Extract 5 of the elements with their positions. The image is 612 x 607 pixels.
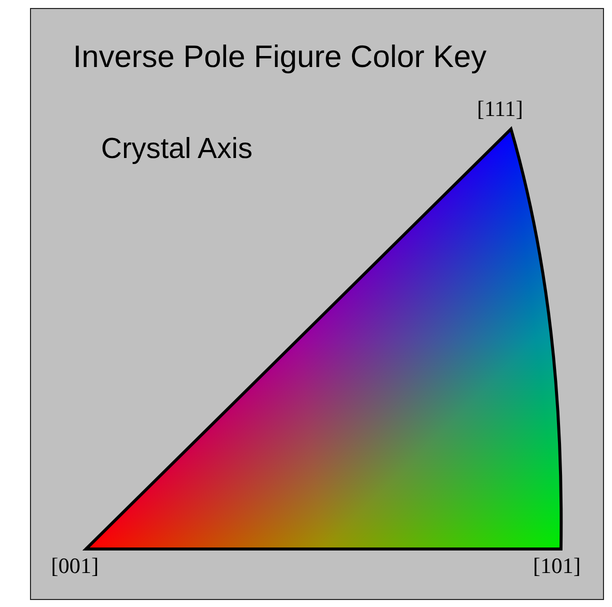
corner-label: [001] — [51, 553, 99, 579]
axis-label: Crystal Axis — [101, 133, 252, 166]
corner-label: [111] — [477, 96, 524, 122]
title: Inverse Pole Figure Color Key — [73, 39, 487, 75]
corner-label: [101] — [533, 553, 581, 579]
